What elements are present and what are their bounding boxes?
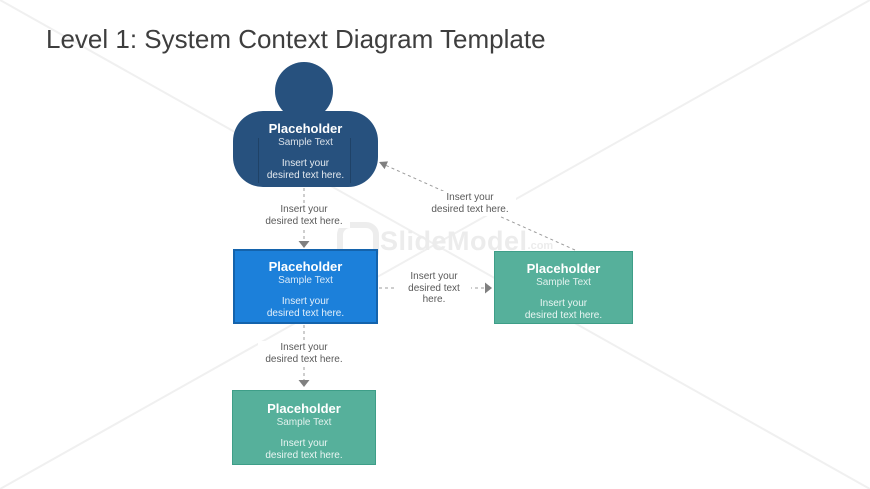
system-node: Placeholder Sample Text Insert your desi… (233, 249, 378, 324)
connector-label-system-to-external-right: Insert your desired text here. (397, 270, 471, 307)
node-body-line: Insert your (281, 158, 330, 169)
node-body-line: desired text here. (266, 169, 345, 181)
connector-label-line: Insert your (410, 271, 458, 282)
connector-label-external-right-to-person: Insert your desired text here. (424, 191, 516, 216)
node-body-line: desired text here. (265, 449, 343, 461)
connector-label-line: desired text (408, 282, 460, 294)
node-body-line: Insert your (539, 298, 588, 309)
connector-label-line: desired text here. (431, 203, 509, 215)
connector-label-line: Insert your (280, 342, 328, 353)
arrowhead-down-icon (298, 380, 310, 387)
connector-label-line: Insert your (280, 204, 328, 215)
person-body-shape: Placeholder Sample Text Insert your desi… (233, 111, 378, 187)
node-body-text: Insert your desired text here. (233, 158, 378, 181)
node-subtitle: Sample Text (276, 417, 332, 428)
person-arm-line (350, 138, 351, 183)
connector-label-system-to-external-bottom: Insert your desired text here. (258, 341, 350, 366)
external-system-node-bottom: Placeholder Sample Text Insert your desi… (232, 390, 376, 465)
node-body-text: Insert your desired text here. (495, 298, 632, 321)
slide-title: Level 1: System Context Diagram Template (46, 24, 546, 54)
connector-label-line: desired text here. (265, 353, 343, 365)
watermark-domain-suffix: .com (527, 240, 554, 252)
node-title: Placeholder (268, 259, 343, 274)
node-body-line: Insert your (281, 296, 330, 307)
arrowhead-up-left-icon (379, 161, 388, 170)
node-subtitle: Sample Text (278, 275, 333, 286)
connector-label-line: Insert your (446, 192, 494, 203)
node-body-line: desired text here. (266, 307, 345, 319)
node-subtitle: Sample Text (536, 277, 591, 288)
connector-label-line: here. (422, 294, 446, 305)
person-head-icon (275, 62, 333, 120)
connector-label-person-to-system: Insert your desired text here. (258, 203, 350, 228)
person-arm-line (258, 138, 259, 183)
node-body-line: desired text here. (524, 309, 603, 321)
node-title: Placeholder (268, 121, 343, 136)
node-body-text: Insert your desired text here. (233, 438, 375, 461)
connector-label-line: desired text here. (265, 215, 343, 227)
node-title: Placeholder (526, 261, 601, 276)
external-system-node-right: Placeholder Sample Text Insert your desi… (494, 251, 633, 324)
arrowhead-right-icon (485, 282, 492, 294)
node-body-line: Insert your (280, 438, 328, 449)
node-subtitle: Sample Text (278, 137, 333, 148)
node-title: Placeholder (267, 401, 341, 416)
node-body-text: Insert your desired text here. (235, 296, 376, 319)
arrowhead-down-icon (298, 241, 310, 248)
